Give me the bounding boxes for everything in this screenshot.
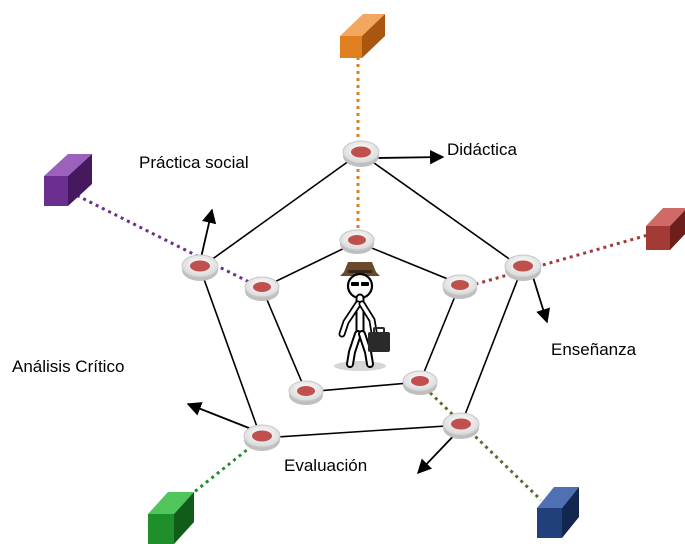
node-outer-left (181, 254, 219, 281)
arrow-analisis (186, 402, 255, 431)
label-practica-social: Práctica social (139, 153, 249, 172)
purple-cube (44, 154, 92, 206)
arrow-practica (199, 208, 217, 263)
connector-olive (418, 381, 543, 502)
node-outer-top (342, 140, 380, 167)
inner-pentagon (260, 241, 462, 393)
orange-cube (340, 14, 385, 58)
arrow-ensenanza (532, 276, 551, 324)
label-didactica: Didáctica (447, 140, 517, 159)
businessman-figure-icon (334, 262, 390, 371)
arrow-didactica (377, 150, 445, 165)
node-inner-right (442, 274, 478, 299)
label-analisis-critico: Análisis Crítico (12, 357, 125, 376)
node-inner-bottom-left (288, 380, 324, 405)
node-outer-bottom-right (442, 412, 480, 439)
node-outer-right (504, 254, 542, 281)
outer-pentagon (199, 152, 523, 439)
node-inner-bottom-right (402, 370, 438, 395)
node-inner-top (339, 229, 375, 254)
green-cube (148, 492, 194, 544)
connector-purple (77, 194, 262, 290)
connector-red (461, 233, 649, 290)
node-inner-left (244, 276, 280, 301)
red-cube (646, 208, 685, 250)
label-ensenanza: Enseñanza (551, 340, 637, 359)
label-evaluacion: Evaluación (284, 456, 368, 475)
blue-cube (537, 487, 579, 538)
node-outer-bottom-left (243, 424, 281, 451)
